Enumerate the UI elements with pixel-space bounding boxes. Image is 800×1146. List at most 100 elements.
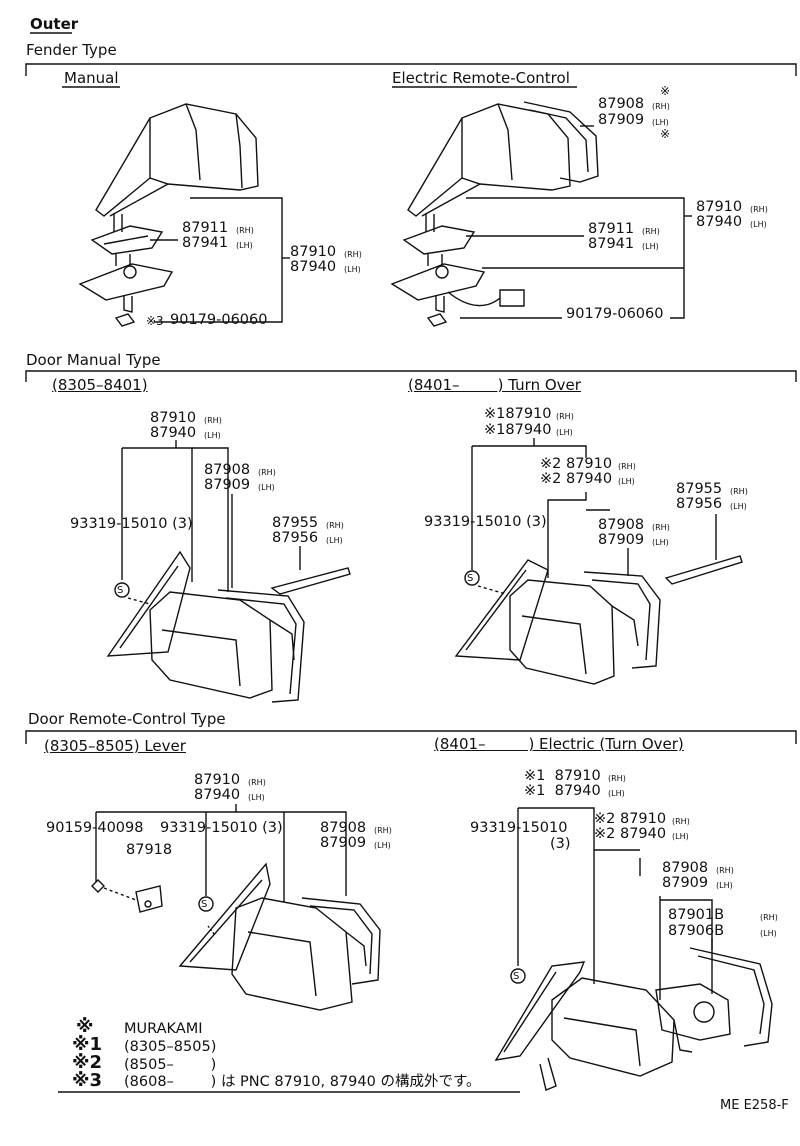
screw-93319-15010-dm-left: 93319-15010 (3) xyxy=(70,516,193,532)
part-87940-dm-right-m2-side: (LH) xyxy=(618,477,635,486)
footnote-1: (8305–8505) xyxy=(124,1039,217,1055)
door-remote-type-heading: Door Remote-Control Type xyxy=(28,710,226,728)
murakami-mark-top: ※ xyxy=(660,84,671,98)
part-87909-dm-right: 87909 xyxy=(598,532,645,548)
screw-s-symbol-dm-left: S xyxy=(117,585,124,596)
part-87910-manual-side: (RH) xyxy=(344,250,362,259)
part-87955-dm-right-side: (RH) xyxy=(730,487,748,496)
part-87940-dr-right-m1: ※1 87940 xyxy=(524,783,601,799)
part-87941-manual: 87941 xyxy=(182,235,229,251)
door-remote-left-illustration xyxy=(91,862,381,1011)
part-87908-fender-side: (RH) xyxy=(652,102,670,111)
footnote-mark-1: ※1 xyxy=(72,1034,103,1055)
part-87909-dr-left: 87909 xyxy=(320,835,367,851)
part-87940-dr-right-m2-side: (LH) xyxy=(672,832,689,841)
murakami-mark-bottom: ※ xyxy=(660,127,671,141)
part-87956-dm-left: 87956 xyxy=(272,530,319,546)
door-remote-left-title: (8305–8505) Lever xyxy=(44,737,186,755)
part-90179-06060-electric: 90179-06060 xyxy=(566,306,664,322)
diagram-code: ME E258-F xyxy=(720,1098,789,1113)
door-manual-type-heading: Door Manual Type xyxy=(26,351,161,369)
part-87909-dm-right-side: (LH) xyxy=(652,538,669,547)
fender-manual-leader-lines xyxy=(150,197,290,323)
part-87911-manual: 87911 xyxy=(182,220,229,236)
door-manual-right-leader-lines xyxy=(464,438,717,595)
footnote-mark-3: ※3 xyxy=(72,1070,103,1091)
part-87909-dm-left-side: (LH) xyxy=(258,483,275,492)
bolt-mark-3: ※3 xyxy=(146,314,164,328)
part-87908-dm-right: 87908 xyxy=(598,517,645,533)
part-87910-dm-right-m1: ※187910 xyxy=(484,406,552,422)
part-87910-dr-left-side: (RH) xyxy=(248,778,266,787)
part-87940-electric-side: (LH) xyxy=(750,220,767,229)
part-87909-fender-side: (LH) xyxy=(652,118,669,127)
footnote-2: (8505– ) xyxy=(124,1057,217,1073)
part-87909-dr-right: 87909 xyxy=(662,875,709,891)
screw-qty-dr-right: (3) xyxy=(550,836,571,852)
part-87906B-dr-right-side: (LH) xyxy=(760,929,777,938)
fender-manual-mirror-illustration xyxy=(78,103,259,327)
section-frame-fender xyxy=(25,63,797,76)
door-remote-left-leader-lines xyxy=(95,804,347,912)
part-87940-dm-right-m1-side: (LH) xyxy=(556,428,573,437)
part-87940-manual-side: (LH) xyxy=(344,265,361,274)
part-87909-dr-right-side: (LH) xyxy=(716,881,733,890)
part-87910-dr-left: 87910 xyxy=(194,772,241,788)
part-87909-dr-left-side: (LH) xyxy=(374,841,391,850)
door-manual-right-title: (8401– ) Turn Over xyxy=(408,376,581,394)
part-87955-dm-right: 87955 xyxy=(676,481,723,497)
outer-heading: Outer xyxy=(30,15,79,33)
footnote-3: (8608– ) は PNC 87910, 87940 の構成外です。 xyxy=(124,1074,481,1090)
part-87908-dm-left: 87908 xyxy=(204,462,251,478)
part-87910-dm-left-side: (RH) xyxy=(204,416,222,425)
part-87956-dm-right-side: (LH) xyxy=(730,502,747,511)
part-87940-dr-right-m2: ※2 87940 xyxy=(594,826,667,842)
fender-electric-title: Electric Remote-Control xyxy=(392,69,570,87)
part-87910-dm-left: 87910 xyxy=(150,410,197,426)
bolt-90159-40098: 90159-40098 xyxy=(46,820,144,836)
part-87909-fender: 87909 xyxy=(598,112,645,128)
part-87910-dr-right-m2: ※2 87910 xyxy=(594,811,667,827)
part-87940-electric: 87940 xyxy=(696,214,743,230)
footnote-mark-murakami: ※ xyxy=(76,1016,94,1037)
door-manual-right-illustration xyxy=(454,555,743,685)
fender-manual-title: Manual xyxy=(64,69,119,87)
part-87908-dr-left-side: (RH) xyxy=(374,826,392,835)
part-87910-manual: 87910 xyxy=(290,244,337,260)
section-frame-door-manual xyxy=(25,370,797,382)
door-remote-right-leader-lines xyxy=(510,807,713,1000)
part-87908-fender: 87908 xyxy=(598,96,645,112)
screw-s-symbol-dr-right: S xyxy=(513,971,520,982)
fender-type-heading: Fender Type xyxy=(26,41,117,59)
part-87940-dm-left-side: (LH) xyxy=(204,431,221,440)
part-87908-dm-left-side: (RH) xyxy=(258,468,276,477)
part-87955-dm-left: 87955 xyxy=(272,515,319,531)
part-87911-electric-side: (RH) xyxy=(642,227,660,236)
part-87911-electric: 87911 xyxy=(588,221,635,237)
part-87908-dr-right: 87908 xyxy=(662,860,709,876)
door-manual-left-leader-lines xyxy=(114,440,301,605)
screw-93319-15010-dm-right: 93319-15010 (3) xyxy=(424,514,547,530)
screw-93319-15010-dr-left: 93319-15010 (3) xyxy=(160,820,283,836)
door-remote-right-illustration xyxy=(494,947,773,1091)
section-frame-door-remote xyxy=(25,730,797,744)
screw-s-symbol-dm-right: S xyxy=(467,573,474,584)
part-87940-dr-right-m1-side: (LH) xyxy=(608,789,625,798)
part-87908-dr-left: 87908 xyxy=(320,820,367,836)
part-87906B-dr-right: 87906B xyxy=(668,923,725,939)
part-87940-manual: 87940 xyxy=(290,259,337,275)
part-87901B-dr-right-side: (RH) xyxy=(760,913,778,922)
door-manual-left-title: (8305–8401) xyxy=(52,376,148,394)
screw-93319-15010-dr-right: 93319-15010 xyxy=(470,820,568,836)
part-87941-manual-side: (LH) xyxy=(236,241,253,250)
part-87940-dm-left: 87940 xyxy=(150,425,197,441)
part-87908-dr-right-side: (RH) xyxy=(716,866,734,875)
lever-87918: 87918 xyxy=(126,842,173,858)
part-87910-dr-right-m2-side: (RH) xyxy=(672,817,690,826)
part-87901B-dr-right: 87901B xyxy=(668,907,725,923)
part-87940-dr-left: 87940 xyxy=(194,787,241,803)
part-87910-dr-right-m1-side: (RH) xyxy=(608,774,626,783)
door-remote-right-title: (8401– ) Electric (Turn Over) xyxy=(434,735,684,753)
door-manual-left-illustration xyxy=(106,550,351,703)
